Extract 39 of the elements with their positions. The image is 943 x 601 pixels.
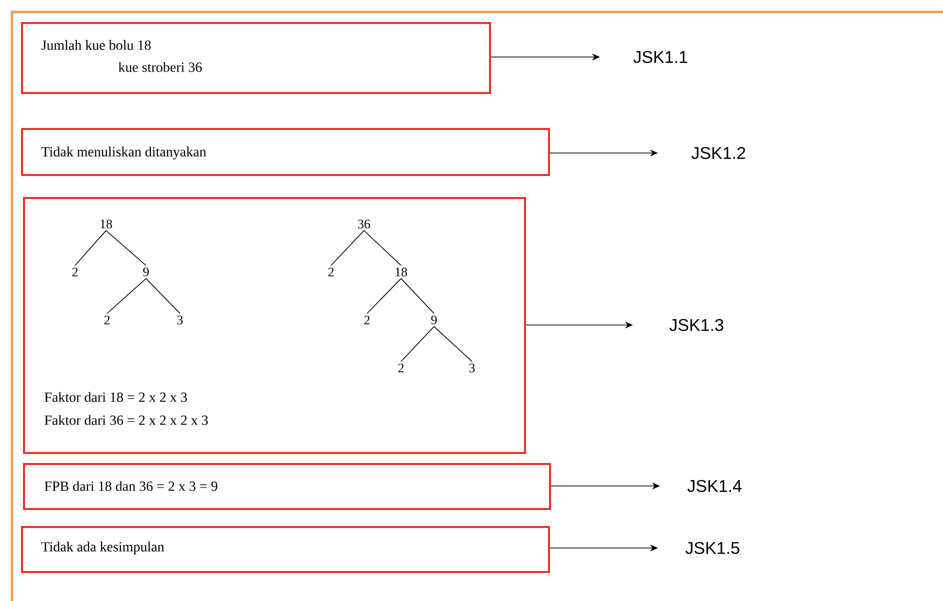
tree-number: 2 <box>72 268 78 276</box>
text-box <box>23 463 551 510</box>
tree-number: 2 <box>104 316 110 324</box>
tree-branch <box>400 326 434 362</box>
tree-number: 18 <box>100 220 112 228</box>
tree-number: 36 <box>358 220 370 228</box>
tree-branch <box>74 230 106 266</box>
text-box <box>23 197 526 454</box>
tree-branch <box>106 230 146 266</box>
tree-branch <box>330 230 364 266</box>
tree-branch <box>146 278 180 314</box>
box-text: Faktor dari 18 = 2 x 2 x 3 <box>44 392 187 402</box>
tree-number: 3 <box>177 316 183 324</box>
tree-number: 3 <box>469 364 475 372</box>
text-box <box>21 22 491 94</box>
tree-number: 2 <box>328 268 334 276</box>
box-text: Tidak ada kesimpulan <box>41 542 164 554</box>
box-text: Jumlah kue bolu 18 <box>42 40 151 50</box>
tree-branch <box>364 230 402 266</box>
code-label: JSK1.1 <box>633 50 688 64</box>
tree-branch <box>434 326 472 362</box>
code-label: JSK1.3 <box>669 318 724 332</box>
box-text: Tidak menuliskan ditanyakan <box>41 146 206 160</box>
tree-number: 2 <box>398 364 404 372</box>
code-label: JSK1.4 <box>687 480 742 492</box>
box-text: FPB dari 18 dan 36 = 2 x 3 = 9 <box>44 481 218 491</box>
code-label: JSK1.5 <box>685 542 740 554</box>
tree-number: 2 <box>364 316 370 324</box>
box-text: Faktor dari 36 = 2 x 2 x 2 x 3 <box>44 415 208 425</box>
text-box <box>21 526 550 573</box>
tree-branch <box>106 278 146 314</box>
code-label: JSK1.2 <box>691 146 746 160</box>
tree-number: 18 <box>396 268 407 276</box>
text-box <box>21 128 550 176</box>
tree-branch <box>366 278 402 314</box>
box-text: kue stroberi 36 <box>118 62 202 72</box>
tree-number: 9 <box>143 268 149 276</box>
tree-branch <box>400 278 434 314</box>
tree-number: 9 <box>431 316 437 324</box>
